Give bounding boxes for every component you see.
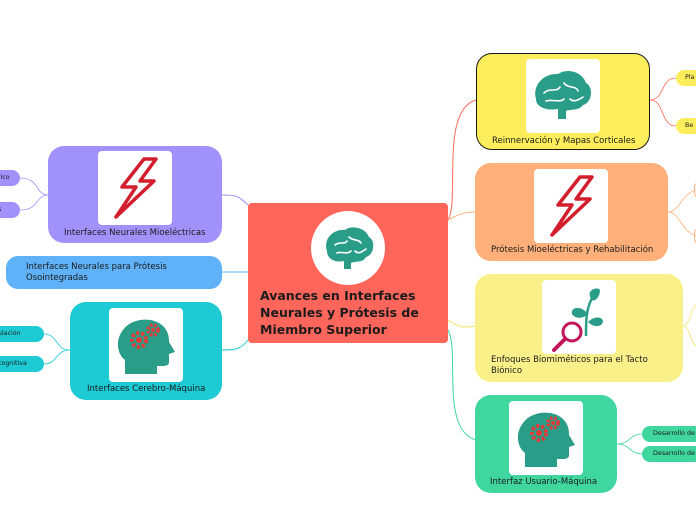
topic-label: Interfaces Neurales para Prótesis Osoint… [26, 262, 167, 284]
central-title: Avances en Interfaces Neurales y Prótesi… [260, 287, 419, 338]
topic-reinnervacion[interactable]: Reinnervación y Mapas Corticales [476, 53, 650, 150]
topic-image [98, 151, 172, 225]
topic-label: Prótesis Mioeléctricas y Rehabilitación [491, 245, 654, 255]
central-title-line: Neurales y Prótesis de [260, 305, 419, 320]
gears-head-icon [117, 319, 175, 374]
subtopic-pill[interactable]: Pla [676, 70, 696, 86]
subtopic-pill[interactable]: Desarrollo de [642, 426, 696, 442]
central-topic[interactable]: Avances en Interfaces Neurales y Prótesi… [248, 203, 448, 343]
topic-label: Interfaces Cerebro-Máquina [87, 384, 206, 394]
subtopic-pill[interactable]: Desarrollo de [642, 446, 696, 462]
topic-protesis-mioelectricas[interactable]: Prótesis Mioeléctricas y Rehabilitación [475, 163, 668, 261]
topic-label-line: Osointegradas [26, 273, 88, 283]
topic-label-line: Interfaces Neurales para Prótesis [26, 262, 167, 272]
topic-image [109, 308, 183, 382]
topic-label: Reinnervación y Mapas Corticales [492, 136, 636, 146]
brain-icon [535, 71, 592, 119]
subtopic-pill[interactable]: cognitiva [0, 356, 44, 372]
topic-label: Interfaz Usuario-Máquina [490, 477, 598, 487]
topic-image [526, 59, 600, 133]
topic-image [534, 169, 608, 243]
central-title-line: Miembro Superior [260, 322, 387, 337]
subtopic-pill[interactable]: s [0, 202, 20, 218]
subtopic-pill[interactable]: ulación [0, 326, 44, 342]
topic-interfaces-osointegradas[interactable]: Interfaces Neurales para Prótesis Osoint… [6, 256, 222, 289]
topic-label: Enfoques Biomiméticos para el Tacto Bión… [491, 355, 648, 377]
brain-icon [326, 227, 374, 269]
topic-label: Interfaces Neurales Mioeléctricas [64, 228, 206, 238]
topic-image [542, 280, 616, 354]
subtopic-pill[interactable]: Be [676, 118, 696, 134]
topic-label-line: Biónico [491, 366, 523, 376]
topic-interfaces-neurales-mioelectricas[interactable]: Interfaces Neurales Mioeléctricas [48, 146, 222, 243]
topic-image [509, 401, 583, 475]
lightning-icon [114, 157, 158, 219]
topic-interfaces-cerebro-maquina[interactable]: Interfaces Cerebro-Máquina [70, 302, 222, 400]
central-image [311, 211, 385, 285]
lightning-icon [550, 175, 594, 237]
topic-interfaz-usuario-maquina[interactable]: Interfaz Usuario-Máquina [475, 395, 617, 493]
topic-label-line: Enfoques Biomiméticos para el Tacto [491, 355, 648, 365]
topic-enfoques-biomimeticos[interactable]: Enfoques Biomiméticos para el Tacto Bión… [475, 274, 683, 382]
gears-head-icon [517, 412, 575, 467]
central-title-line: Avances en Interfaces [260, 288, 416, 303]
plant-magnifier-icon [552, 288, 603, 352]
subtopic-pill[interactable]: rico [0, 170, 20, 186]
